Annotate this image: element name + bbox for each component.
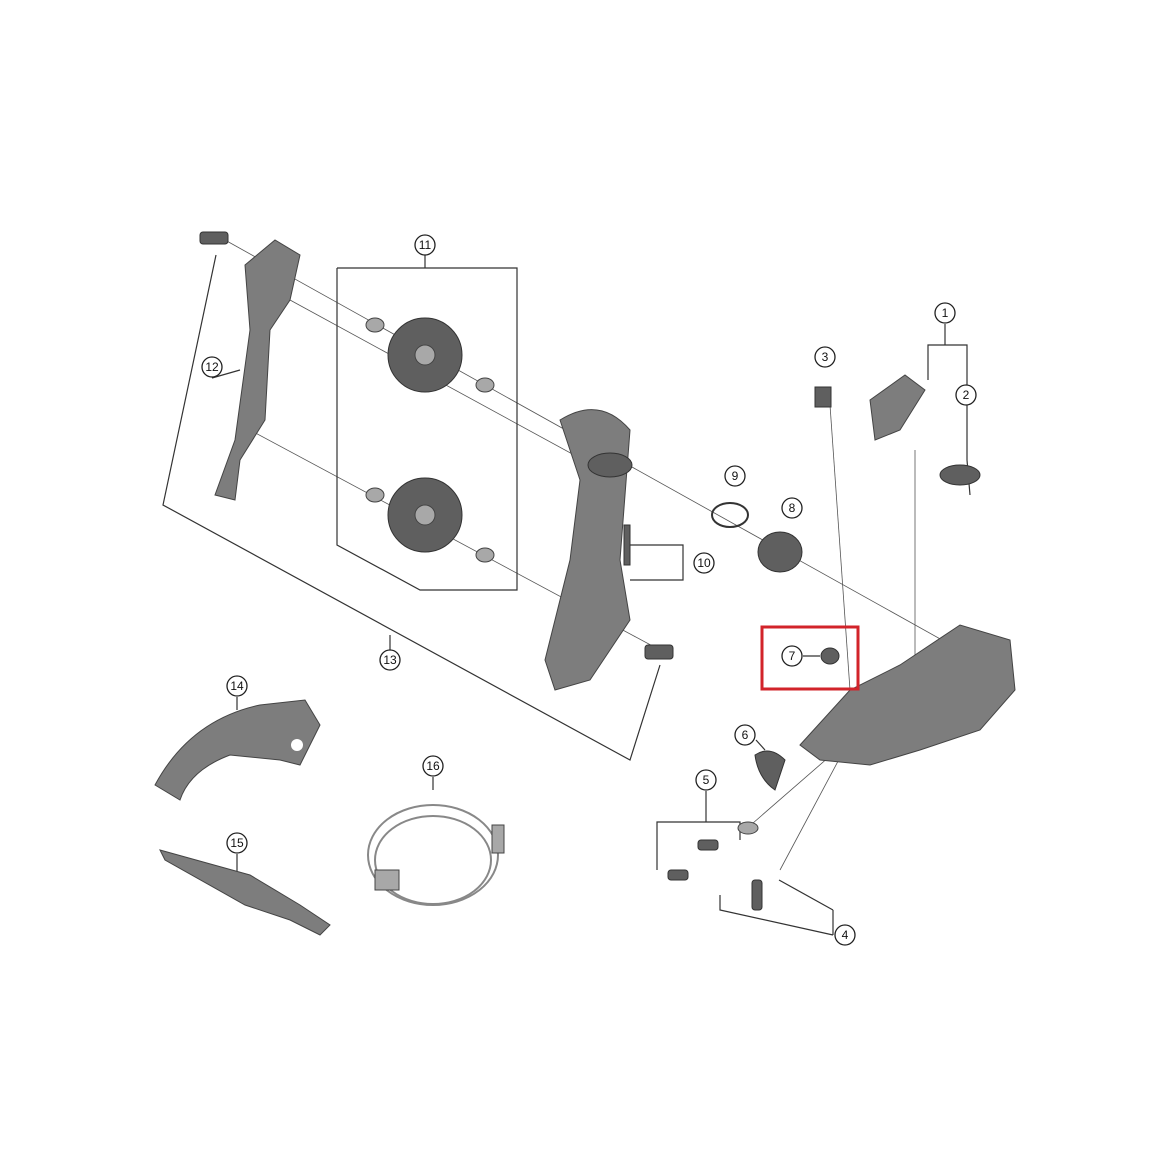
callout-14: 14 (226, 675, 248, 697)
svg-text:1: 1 (942, 306, 949, 320)
callout-10: 10 (693, 552, 715, 574)
svg-text:3: 3 (822, 350, 829, 364)
callout-3: 3 (814, 346, 836, 368)
callout-11: 11 (414, 234, 436, 256)
outer-cage-plate (544, 409, 674, 691)
pulley-set (365, 317, 495, 563)
svg-text:7: 7 (789, 649, 796, 663)
callout-13: 13 (379, 649, 401, 671)
callout-7: 7 (781, 645, 803, 667)
svg-text:2: 2 (963, 388, 970, 402)
callout-1: 1 (934, 302, 956, 324)
cable (367, 804, 505, 906)
svg-text:10: 10 (697, 556, 711, 570)
callout-5: 5 (695, 769, 717, 791)
inner-cage-plate (199, 231, 301, 501)
chain-guide (154, 699, 321, 801)
callout-15: 15 (226, 832, 248, 854)
tool (159, 849, 331, 936)
svg-text:13: 13 (383, 653, 397, 667)
highlight-box-part-7 (760, 625, 860, 691)
small-screws (667, 821, 763, 911)
callout-6: 6 (734, 724, 756, 746)
callout-4: 4 (834, 924, 856, 946)
callout-9: 9 (724, 465, 746, 487)
svg-text:9: 9 (732, 469, 739, 483)
svg-text:6: 6 (742, 728, 749, 742)
svg-text:11: 11 (419, 238, 432, 252)
svg-text:12: 12 (205, 360, 219, 374)
svg-text:5: 5 (703, 773, 710, 787)
svg-text:8: 8 (789, 501, 796, 515)
callout-16: 16 (422, 755, 444, 777)
svg-text:4: 4 (842, 928, 849, 942)
callout-2: 2 (955, 384, 977, 406)
callout-12: 12 (201, 356, 223, 378)
svg-text:16: 16 (426, 759, 440, 773)
cage-parts (623, 502, 803, 573)
callout-8: 8 (781, 497, 803, 519)
derailleur-body (754, 624, 1016, 791)
svg-text:15: 15 (230, 836, 244, 850)
svg-text:14: 14 (230, 679, 244, 693)
b-bracket-parts (814, 374, 981, 486)
